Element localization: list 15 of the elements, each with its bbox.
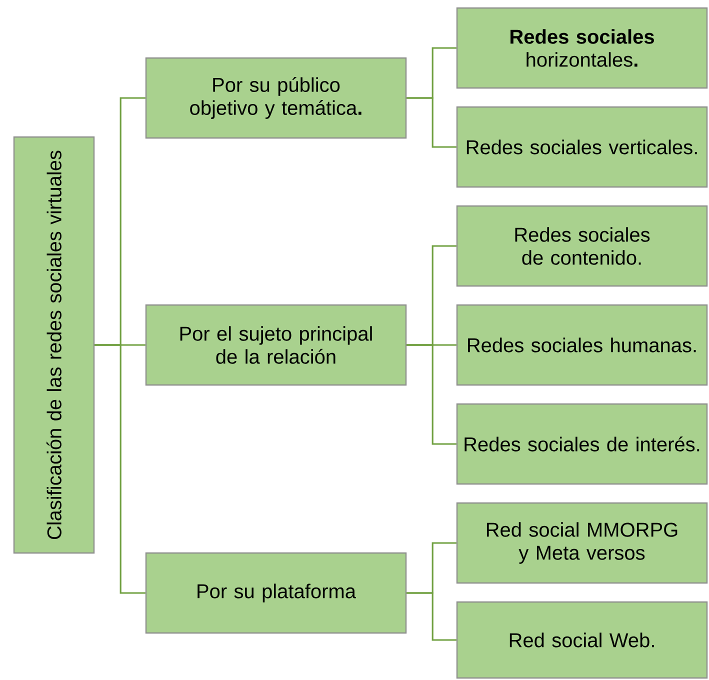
category-box: Redes sociales horizontales. — [456, 7, 708, 89]
category-box: Por el sujeto principal de la relación — [145, 304, 407, 386]
category-box: Redes sociales verticales. — [456, 106, 708, 188]
category-box: Red social MMORPG y Meta versos — [456, 502, 708, 584]
category-box: Por su plataforma — [145, 552, 407, 634]
category-box: Redes sociales de interés. — [456, 403, 708, 485]
connector-line — [406, 592, 456, 641]
category-box: Red social Web. — [456, 601, 708, 679]
category-box: Redes sociales de contenido. — [456, 205, 708, 287]
category-box: Redes sociales humanas. — [456, 304, 708, 386]
connector-line — [406, 97, 456, 148]
category-box: Clasificación de las redes sociales virtuales — [13, 136, 95, 554]
connector-line — [94, 344, 146, 594]
category-box: Por su público objetivo y temática. — [145, 57, 407, 139]
connector-line — [406, 344, 456, 445]
